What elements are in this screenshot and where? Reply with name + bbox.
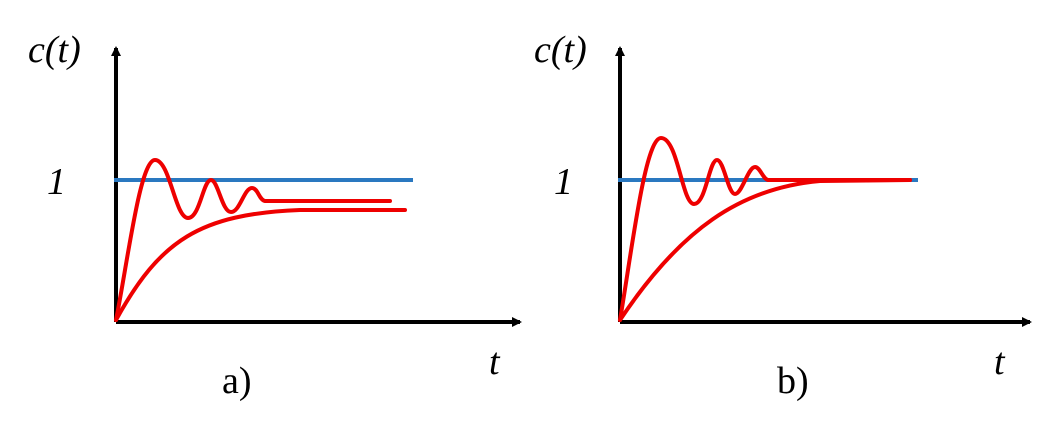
panel-a: c(t) 1 t a) <box>28 29 522 402</box>
oscillatory-response-curve <box>114 157 392 322</box>
reference-value-label: 1 <box>554 161 573 203</box>
panel-caption: a) <box>222 360 252 402</box>
monotonic-response-curve <box>114 208 407 322</box>
oscillatory-response-curve <box>618 135 912 322</box>
panel-b: c(t) 1 t b) <box>534 29 1032 402</box>
monotonic-response-curve <box>618 178 912 322</box>
panel-caption: b) <box>777 360 809 402</box>
reference-value-label: 1 <box>47 161 66 203</box>
y-axis-label: c(t) <box>28 29 81 71</box>
x-axis-label: t <box>994 341 1006 383</box>
y-axis-label: c(t) <box>534 29 587 71</box>
x-axis-label: t <box>489 341 501 383</box>
